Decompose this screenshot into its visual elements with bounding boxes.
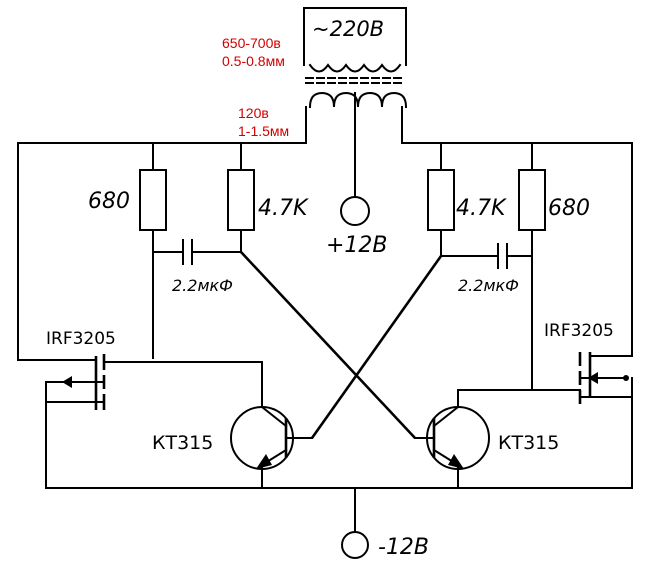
- right-top-rail: [401, 142, 633, 357]
- resistor-4k7-left: [227, 169, 255, 231]
- transistor-left-emitter-arrow-icon: [256, 454, 272, 469]
- transistor-right-emitter-arrow-icon: [448, 454, 464, 469]
- capacitor-right-label: 2.2мкФ: [458, 276, 519, 295]
- secondary-wire-label: 1-1.5мм: [238, 123, 289, 139]
- mosfet-right-junction-dot: [623, 375, 629, 381]
- primary-frame: [303, 7, 407, 66]
- primary-wire-label: 0.5-0.8мм: [222, 53, 285, 69]
- transistor-right: КТ315: [414, 389, 559, 489]
- transformer: ~220В 650-700в 0.5-0.8мм 120в 1-1.5мм: [222, 7, 408, 139]
- plus-12v-label: +12В: [326, 233, 388, 258]
- resistor-680-left: [139, 169, 167, 231]
- resistor-680-right-label: 680: [548, 196, 590, 221]
- capacitor-left-label: 2.2мкФ: [172, 276, 233, 295]
- transistor-left-body: [230, 406, 294, 470]
- cross-wire-left-to-right-base: [240, 251, 416, 439]
- primary-turns-label: 650-700в: [222, 35, 281, 51]
- cross-wire-right-to-left-base: [310, 255, 443, 439]
- minus-12v-label: -12В: [378, 535, 429, 560]
- transistor-left-label: КТ315: [152, 432, 213, 454]
- transistor-right-label: КТ315: [498, 432, 559, 454]
- plus-12v-terminal-icon: [340, 196, 370, 226]
- mosfet-right-label: IRF3205: [544, 321, 614, 341]
- mosfet-left-arrow-icon: [62, 376, 72, 388]
- resistor-4k7-right-label: 4.7K: [456, 196, 507, 221]
- minus-12v-terminal-icon: [341, 531, 369, 559]
- transistor-right-body: [426, 406, 490, 470]
- mosfet-right-arrow-icon: [588, 372, 598, 384]
- resistor-680-left-label: 680: [88, 189, 130, 214]
- mosfet-left: IRF3205: [45, 329, 154, 489]
- resistor-4k7-left-label: 4.7K: [258, 196, 309, 221]
- primary-winding: [308, 63, 402, 73]
- mosfet-right: IRF3205: [531, 321, 633, 489]
- secondary-turns-label: 120в: [238, 105, 269, 121]
- secondary-winding: [308, 91, 408, 109]
- transistor-left: КТ315: [152, 361, 313, 489]
- transistor-right-collector: [432, 389, 533, 428]
- mosfet-left-label: IRF3205: [46, 329, 116, 349]
- resistor-680-right: [518, 169, 546, 231]
- transistor-left-collector: [152, 361, 288, 428]
- left-top-rail: [17, 142, 307, 361]
- mains-voltage-label: ~220В: [312, 17, 384, 41]
- resistor-4k7-right: [427, 169, 455, 231]
